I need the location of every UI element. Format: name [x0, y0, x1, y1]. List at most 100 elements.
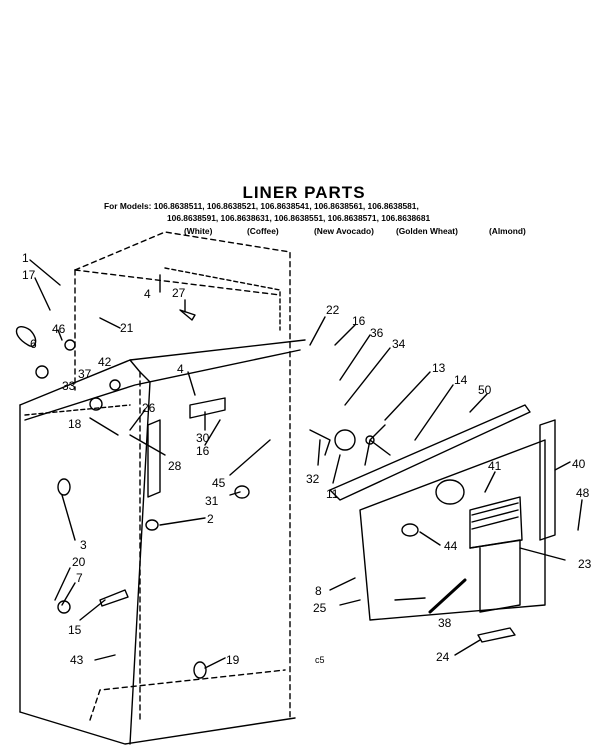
callout-2: 2	[207, 512, 214, 526]
callout-14: 14	[454, 373, 468, 387]
liner-front-edge	[19, 359, 151, 745]
strip-38	[428, 578, 467, 614]
air-duct-body	[469, 539, 521, 613]
leader-46	[57, 329, 63, 341]
wire-harness-6	[15, 326, 37, 347]
callout-16-top: 16	[352, 314, 366, 328]
callout-24: 24	[436, 650, 450, 664]
leader-1	[29, 259, 61, 286]
leader-17	[34, 277, 51, 311]
models-line-2: 106.8638591, 106.8638631, 106.8638551, 1…	[167, 213, 431, 223]
callout-27: 27	[172, 286, 186, 300]
duct-louvers	[471, 502, 519, 530]
liner-bottom-edge	[19, 711, 296, 745]
callout-34: 34	[392, 337, 406, 351]
leader-21	[99, 317, 121, 329]
callout-45: 45	[212, 476, 226, 490]
callout-4-top: 4	[144, 287, 151, 301]
liner-divider-top	[129, 339, 306, 361]
callout-44: 44	[444, 539, 458, 553]
callout-1: 1	[22, 251, 29, 265]
callout-23: 23	[578, 557, 592, 571]
liner-top-dashed	[74, 269, 281, 296]
part-33	[89, 397, 103, 411]
part-27	[179, 309, 196, 321]
callout-48: 48	[576, 486, 590, 500]
leader-14	[414, 384, 454, 441]
leader-13	[384, 371, 431, 421]
leader-22	[309, 316, 326, 346]
diagram-title: LINER PARTS	[242, 183, 366, 202]
trim-strip-50	[329, 404, 531, 501]
callout-6: 6	[30, 337, 37, 351]
leader-40	[554, 461, 571, 471]
fan-hub	[365, 435, 375, 445]
callout-36: 36	[370, 326, 384, 340]
leader-36	[339, 334, 371, 381]
callout-38: 38	[438, 616, 452, 630]
motor-bracket-32	[309, 429, 331, 456]
diagram-code: c5	[315, 655, 325, 665]
leader-44	[419, 531, 441, 546]
leader-48	[577, 499, 583, 531]
callout-17: 17	[22, 268, 36, 282]
callout-31: 31	[205, 494, 219, 508]
fan-motor	[334, 429, 356, 451]
callout-20: 20	[72, 555, 86, 569]
cover-slot	[394, 597, 426, 601]
part-28	[147, 419, 161, 498]
callout-37: 37	[78, 367, 92, 381]
leader-50	[469, 393, 488, 413]
callout-26: 26	[142, 401, 156, 415]
part-44	[401, 523, 419, 537]
lamp-socket-6	[35, 365, 49, 379]
callout-8: 8	[315, 584, 322, 598]
freezer-back-dashed	[164, 267, 281, 331]
part-30	[189, 397, 226, 419]
leader-43	[94, 654, 116, 661]
part-42	[109, 379, 121, 391]
evaporator-cover	[359, 439, 546, 621]
callout-15: 15	[68, 623, 82, 637]
part-15	[99, 589, 129, 607]
callout-50: 50	[478, 383, 492, 397]
leader-4-mid	[187, 371, 196, 396]
leader-11	[332, 454, 341, 484]
leader-23	[519, 547, 566, 561]
callout-25: 25	[313, 601, 327, 615]
liner-floor-dashed	[89, 669, 286, 721]
callout-46: 46	[52, 322, 66, 336]
callout-11: 11	[326, 487, 339, 501]
liner-back-dashed	[74, 231, 291, 721]
leader-19	[204, 657, 226, 669]
callout-13: 13	[432, 361, 446, 375]
part-24	[477, 627, 516, 643]
fan-blade-13	[364, 424, 391, 466]
color-almond: (Almond)	[489, 226, 526, 236]
cover-opening	[435, 479, 465, 505]
leader-34	[344, 347, 391, 406]
divider-dashed	[24, 404, 131, 416]
part-31	[234, 485, 250, 499]
leader-20	[54, 567, 71, 601]
leader-7	[61, 582, 76, 606]
color-golden-wheat: (Golden Wheat)	[396, 226, 458, 236]
callout-22: 22	[326, 303, 340, 317]
models-line-1: For Models: 106.8638511, 106.8638521, 10…	[104, 201, 419, 211]
leader-8	[329, 577, 356, 591]
part-19	[193, 661, 207, 679]
leader-16-mid	[204, 419, 221, 446]
callout-33: 33	[62, 379, 76, 393]
leader-16-top	[334, 324, 356, 346]
leader-18	[89, 417, 119, 436]
leader-2	[159, 517, 206, 526]
air-duct-top	[469, 496, 523, 549]
leader-3	[61, 494, 76, 541]
leader-32	[317, 439, 321, 466]
callout-19: 19	[226, 653, 240, 667]
leader-45	[229, 439, 271, 476]
callout-21: 21	[120, 321, 134, 335]
part-46	[64, 339, 76, 351]
leader-24	[454, 639, 481, 656]
